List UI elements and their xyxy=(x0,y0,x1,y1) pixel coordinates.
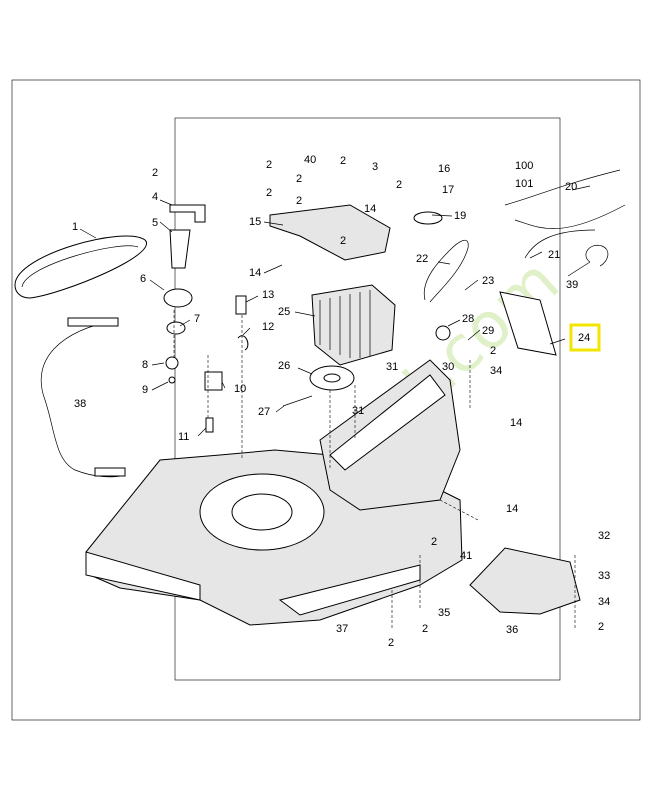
label-2: 2 xyxy=(152,167,158,179)
label-37: 37 xyxy=(336,623,348,635)
inner-frame xyxy=(174,117,561,681)
label-41: 41 xyxy=(460,550,472,562)
part-clip-9 xyxy=(168,376,176,384)
part-pulley-6 xyxy=(163,288,193,308)
label-16: 16 xyxy=(438,163,450,175)
part-clip-39 xyxy=(585,244,609,267)
label-2: 2 xyxy=(296,173,302,185)
label-20: 20 xyxy=(565,181,577,193)
label-24: 24 xyxy=(578,332,590,344)
label-2: 2 xyxy=(340,155,346,167)
label-2: 2 xyxy=(388,637,394,649)
label-2: 2 xyxy=(431,536,437,548)
label-10: 10 xyxy=(234,383,246,395)
label-30: 30 xyxy=(442,361,454,373)
part-ring-8 xyxy=(165,356,179,370)
label-29: 29 xyxy=(482,325,494,337)
label-22: 22 xyxy=(416,253,428,265)
highlight-box xyxy=(569,323,601,352)
part-plate-15 xyxy=(269,204,391,261)
label-11: 11 xyxy=(178,431,189,443)
label-26: 26 xyxy=(278,360,290,372)
part-chain-22 xyxy=(423,239,469,303)
label-12: 12 xyxy=(262,321,274,333)
label-14: 14 xyxy=(506,503,518,515)
label-8: 8 xyxy=(142,359,148,371)
label-2: 2 xyxy=(266,159,272,171)
part-pulley-19 xyxy=(413,211,443,225)
outer-frame xyxy=(11,79,641,721)
label-2: 2 xyxy=(396,179,402,191)
label-2: 2 xyxy=(598,621,604,633)
part-bolt-11 xyxy=(205,417,214,433)
label-15: 15 xyxy=(249,216,261,228)
label-27: 27 xyxy=(258,406,270,418)
label-33: 33 xyxy=(598,570,610,582)
label-6: 6 xyxy=(140,273,146,285)
label-1: 1 xyxy=(72,221,78,233)
part-bushing-13 xyxy=(235,295,247,315)
label-32: 32 xyxy=(598,530,610,542)
part-pin-27 xyxy=(282,395,313,407)
part-bracket-10 xyxy=(204,371,223,391)
label-101: 101 xyxy=(515,178,533,190)
label-13: 13 xyxy=(262,289,274,301)
rear-housing xyxy=(319,359,461,511)
label-5: 5 xyxy=(152,217,158,229)
label-2: 2 xyxy=(490,345,496,357)
assembly-lines xyxy=(173,310,576,630)
label-39: 39 xyxy=(566,279,578,291)
part-bracket-4 xyxy=(169,204,206,223)
callout-labels: 1 2 4 5 6 7 8 9 10 11 12 13 14 15 2 2 40… xyxy=(72,154,610,649)
part-gearbox-25 xyxy=(311,284,396,366)
label-31: 31 xyxy=(386,361,398,373)
label-2: 2 xyxy=(422,623,428,635)
label-17: 17 xyxy=(442,184,454,196)
label-31: 31 xyxy=(352,405,364,417)
label-21: 21 xyxy=(548,249,560,261)
part-cable-20 xyxy=(504,169,621,206)
part-cable-21 xyxy=(514,204,626,259)
label-25: 25 xyxy=(278,306,290,318)
pulley-hub-26 xyxy=(323,373,341,383)
label-2: 2 xyxy=(340,235,346,247)
label-14: 14 xyxy=(364,203,376,215)
label-9: 9 xyxy=(142,384,148,396)
label-23: 23 xyxy=(482,275,494,287)
label-28: 28 xyxy=(462,313,474,325)
cable-end-38a xyxy=(67,317,119,327)
label-100: 100 xyxy=(515,160,533,172)
cable-end-38b xyxy=(94,467,126,477)
label-14: 14 xyxy=(249,267,261,279)
part-lever-5 xyxy=(169,229,191,269)
label-34: 34 xyxy=(598,596,610,608)
label-14: 14 xyxy=(510,417,522,429)
label-34: 34 xyxy=(490,365,502,377)
label-4: 4 xyxy=(152,191,158,203)
part-belt-1 xyxy=(14,235,148,299)
label-40: 40 xyxy=(304,154,316,166)
leader-lines xyxy=(79,185,591,437)
part-shield-24 xyxy=(499,291,557,356)
label-3: 3 xyxy=(372,161,378,173)
label-2: 2 xyxy=(266,187,272,199)
label-36: 36 xyxy=(506,624,518,636)
label-2: 2 xyxy=(296,195,302,207)
part-bearing-7 xyxy=(166,321,186,335)
part-spring-12 xyxy=(237,335,249,351)
part-sprocket-28 xyxy=(435,325,451,341)
label-7: 7 xyxy=(194,313,200,325)
label-38: 38 xyxy=(74,398,86,410)
part-guard-33 xyxy=(469,547,581,615)
label-19: 19 xyxy=(454,210,466,222)
label-35: 35 xyxy=(438,607,450,619)
